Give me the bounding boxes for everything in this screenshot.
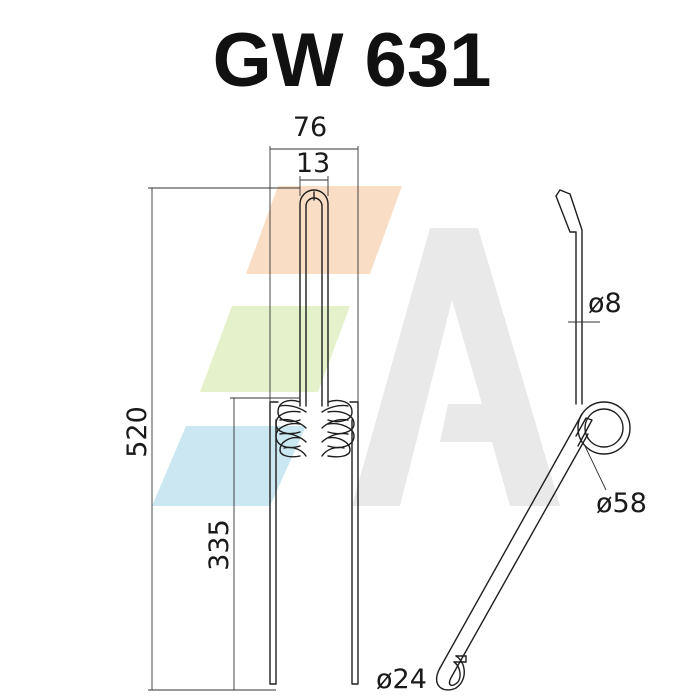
dimension-height-overall: 520	[122, 406, 153, 458]
watermark-stripe-green	[200, 306, 350, 392]
right-tine	[351, 401, 359, 685]
side-arm	[439, 413, 583, 669]
front-view	[269, 189, 359, 685]
side-view	[435, 189, 631, 691]
dimension-width-inner: 13	[296, 148, 330, 179]
side-hook-eye	[435, 655, 465, 691]
watermark-logo	[152, 186, 560, 506]
dimension-coil-diameter: ø58	[596, 488, 647, 519]
watermark-letter-a	[352, 228, 560, 506]
side-coil-inner	[584, 408, 624, 448]
part-number-title: GW 631	[213, 18, 492, 103]
dimension-lines	[148, 146, 359, 691]
dimension-wire-diameter: ø8	[588, 288, 622, 319]
dimension-eye-diameter: ø24	[376, 664, 427, 695]
upper-loop-outer	[299, 189, 329, 407]
dimension-width-overall: 76	[293, 112, 327, 143]
dimension-height-coil: 335	[204, 519, 235, 571]
watermark-stripe-blue	[152, 426, 306, 506]
side-tip	[555, 189, 583, 405]
side-coil-outer	[577, 401, 631, 455]
watermark-stripe-orange	[246, 186, 402, 274]
left-tine	[269, 401, 277, 685]
right-coil	[321, 399, 355, 458]
